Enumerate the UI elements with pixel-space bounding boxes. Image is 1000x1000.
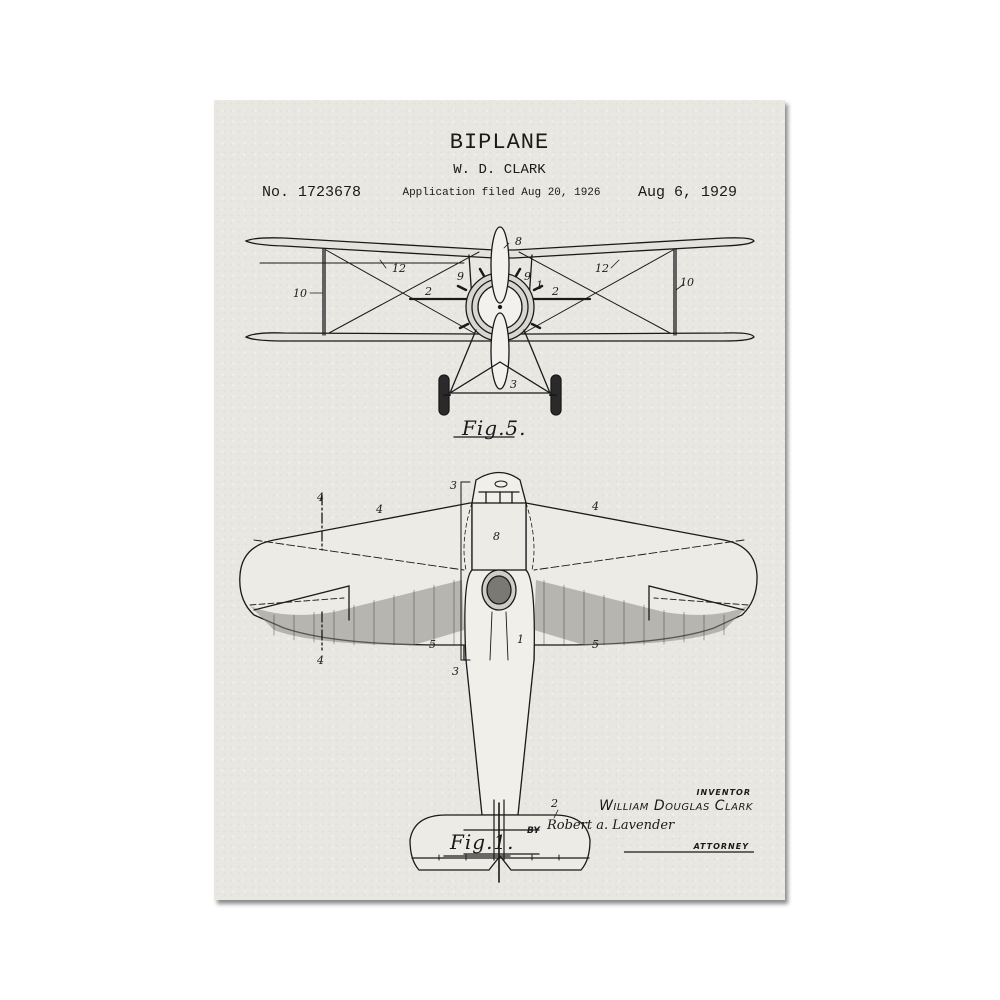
inventor-label: INVENTOR xyxy=(696,788,751,797)
svg-text:12: 12 xyxy=(595,262,609,275)
svg-text:12: 12 xyxy=(392,262,406,275)
svg-text:1: 1 xyxy=(517,633,524,646)
inventor-full-name: William Douglas Clark xyxy=(599,798,753,814)
fig1-top-view-drawing xyxy=(239,471,758,883)
svg-text:3: 3 xyxy=(510,378,517,391)
signature-block: INVENTOR William Douglas Clark BY Robert… xyxy=(513,788,753,851)
application-filed: Application filed Aug 20, 1926 xyxy=(402,187,601,199)
by-label: BY xyxy=(527,826,540,836)
svg-text:3: 3 xyxy=(450,479,457,492)
svg-text:10: 10 xyxy=(680,276,694,289)
patent-title: BIPLANE xyxy=(449,130,550,155)
attorney-signature: Robert a. Lavender xyxy=(547,818,675,833)
patent-number: No. 1723678 xyxy=(262,184,362,201)
attorney-label: ATTORNEY xyxy=(693,842,749,851)
svg-text:8: 8 xyxy=(515,235,522,248)
svg-text:2: 2 xyxy=(550,797,558,810)
svg-text:4: 4 xyxy=(316,491,324,504)
svg-text:3: 3 xyxy=(452,665,459,678)
svg-text:2: 2 xyxy=(551,285,559,298)
svg-text:8: 8 xyxy=(493,530,500,543)
svg-text:4: 4 xyxy=(316,654,324,667)
svg-text:1: 1 xyxy=(536,279,543,292)
patent-drawings: 8 12 12 10 10 9 9 2 2 1 3 xyxy=(239,226,758,883)
svg-text:5: 5 xyxy=(592,638,599,651)
patent-poster: BIPLANE W. D. CLARK No. 1723678 Applicat… xyxy=(214,100,785,900)
inventor-short-name: W. D. CLARK xyxy=(453,162,546,178)
fig1-label: Fig.1. xyxy=(450,830,515,854)
fig5-label: Fig.5. xyxy=(462,416,527,440)
svg-text:10: 10 xyxy=(293,287,307,300)
svg-text:4: 4 xyxy=(591,500,599,513)
svg-text:5: 5 xyxy=(429,638,436,651)
svg-text:9: 9 xyxy=(524,270,531,283)
svg-text:2: 2 xyxy=(424,285,432,298)
fig5-front-view-drawing xyxy=(244,226,755,416)
svg-text:4: 4 xyxy=(375,503,383,516)
grant-date: Aug 6, 1929 xyxy=(637,184,737,201)
svg-text:9: 9 xyxy=(457,270,464,283)
